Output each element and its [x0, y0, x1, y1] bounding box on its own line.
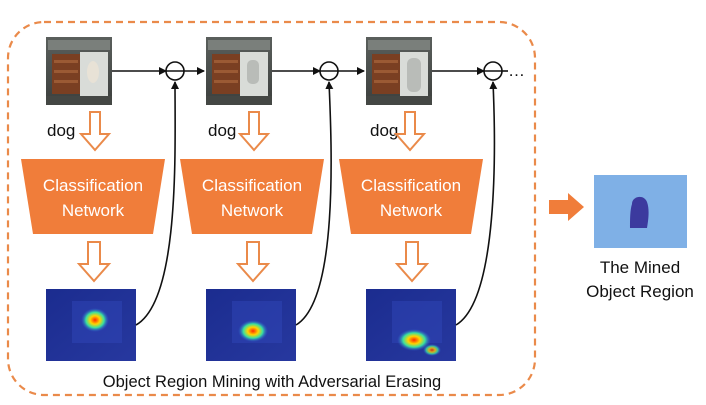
stage-2: dog Classification Network: [180, 37, 339, 361]
result-label-line2: Object Region: [586, 282, 694, 301]
erased-region: [247, 60, 259, 84]
classification-network-2: [180, 159, 324, 234]
network-label-1a: Classification: [43, 176, 143, 195]
attention-heatmap-1: [46, 289, 136, 361]
network-label-2b: Network: [221, 201, 284, 220]
classification-network-1: [21, 159, 165, 234]
hollow-arrow-down-2a: [237, 111, 271, 152]
stage-3: … dog Classification Network: [338, 37, 525, 361]
class-label-1: dog: [47, 121, 75, 140]
input-image-2: [206, 37, 272, 105]
hollow-arrow-down-2b: [235, 241, 271, 283]
input-image-1: [46, 37, 112, 105]
mined-object-region: [594, 175, 687, 248]
result-label-line1: The Mined: [600, 258, 680, 277]
dog-figure: [87, 61, 99, 83]
hollow-arrow-down-1a: [78, 111, 112, 152]
continuation-ellipsis: …: [508, 61, 525, 80]
network-label-2a: Classification: [202, 176, 302, 195]
class-label-3: dog: [370, 121, 398, 140]
feedback-arrow-1: [135, 81, 180, 326]
mining-caption: Object Region Mining with Adversarial Er…: [103, 373, 441, 391]
class-label-2: dog: [208, 121, 236, 140]
hollow-arrow-down-1b: [76, 241, 112, 283]
hollow-arrow-down-3b: [394, 241, 430, 283]
network-label-3a: Classification: [361, 176, 461, 195]
object-mask: [630, 196, 649, 228]
hollow-arrow-down-3a: [393, 111, 427, 152]
mining-frame: [6, 20, 537, 397]
classification-network-3: [339, 159, 483, 234]
erased-region: [407, 58, 421, 92]
feedback-arrow-3: [455, 81, 498, 326]
output-arrow: [549, 193, 584, 221]
input-image-3: [366, 37, 432, 105]
network-label-3b: Network: [380, 201, 443, 220]
attention-heatmap-2: [206, 289, 296, 361]
feedback-arrow-2: [295, 81, 334, 326]
network-label-1b: Network: [62, 201, 125, 220]
stage-1: dog Classification Network: [21, 37, 185, 361]
attention-heatmap-3: [366, 289, 456, 361]
